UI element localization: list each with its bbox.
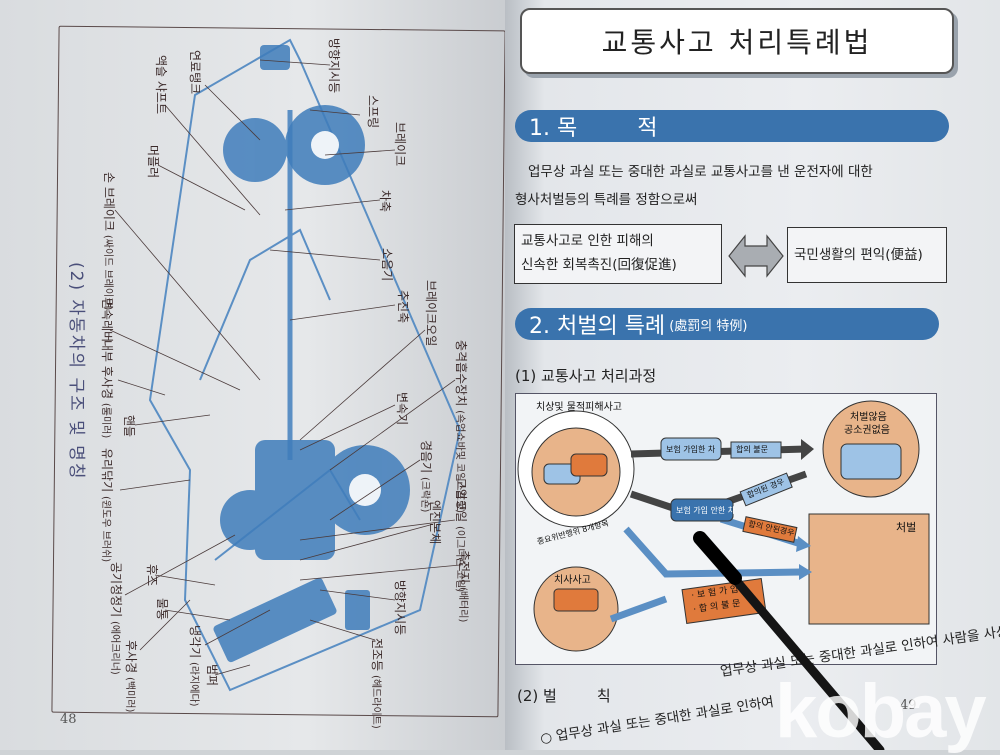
watermark-logo: kobay bbox=[775, 669, 987, 754]
label-punishment: 처벌 bbox=[896, 521, 917, 534]
purpose-box-right: 국민생활의 편익(便益) bbox=[787, 227, 947, 283]
purpose-line-1: 업무상 과실 또는 중대한 과실로 교통사고를 낸 운전자에 대한 bbox=[528, 164, 873, 180]
left-page: (2) 자동차의 구조 및 명칭 유리닦기 (윈도우 브러쉬) 내부 후사경 (… bbox=[0, 0, 510, 750]
label-injury-accident: 치상및 물적피해사고 bbox=[536, 402, 622, 413]
label-window-brush: 유리닦기 (윈도우 브러쉬) bbox=[100, 448, 114, 563]
purpose-box-left: 교통사고로 인한 피해의 신속한 회복촉진(回復促進) bbox=[514, 224, 722, 284]
label-silencer: 소음기 bbox=[380, 248, 394, 282]
label-air-cleaner: 공기청정기 (에어크리너) bbox=[109, 562, 123, 675]
label-transmission: 변속기 bbox=[395, 392, 409, 426]
purpose-box-left-line-2: 신속한 회복촉진(回復促進) bbox=[521, 257, 677, 273]
label-water-tank: 물통 bbox=[155, 598, 169, 621]
label-turn-signal-front: 방향지시등 bbox=[393, 580, 407, 636]
label-fuse: 휴즈 bbox=[145, 564, 159, 587]
label-engine-body: 엔진본체 bbox=[428, 500, 442, 545]
diagram-graphics bbox=[517, 400, 930, 652]
label-spring: 스프링 bbox=[366, 95, 380, 129]
label-bumper: 범퍼 bbox=[205, 664, 219, 687]
label-horn: 경음기 (크락숀) bbox=[419, 440, 433, 513]
label-brake: 브레이크 bbox=[393, 122, 407, 167]
label-radiator: 냉각기 (라지에다) bbox=[188, 625, 202, 707]
label-turn-signal-rear: 방향지시등 bbox=[327, 38, 341, 94]
label-no-punishment: 처벌않음 bbox=[850, 412, 887, 423]
accident-process-diagram: 치상및 물적피해사고 중요위반행위 8개항목 치사사고 보험 가입한 차 합의 … bbox=[515, 393, 937, 665]
page-number-left: 48 bbox=[60, 712, 77, 727]
label-uninsured-car: 보험 가입 안한 차 bbox=[676, 506, 736, 515]
section-2-heading: 2. 처벌의 특례(處罰의 特例) bbox=[515, 308, 939, 340]
label-no-prosecution: 공소권없음 bbox=[844, 425, 890, 436]
label-shift-lever: 변속레버 bbox=[100, 298, 114, 343]
subheading-process: (1) 교통사고 처리과정 bbox=[515, 367, 657, 385]
purpose-line-2: 형사처벌등의 특례를 정함으로써 bbox=[515, 192, 698, 208]
label-hand-brake: 손 브레이크 (싸이드 브레이크) bbox=[102, 172, 116, 311]
label-ignition-coil: 고압코일 (이그니숀 코일) bbox=[454, 478, 468, 593]
label-axle-shaft: 액슬 샤프트 bbox=[154, 55, 168, 115]
car-cutaway-illustration bbox=[109, 38, 462, 692]
page-number-right: 49 bbox=[900, 698, 917, 713]
double-arrow-icon bbox=[728, 234, 784, 278]
label-battery: 축전지 (배터리) bbox=[457, 550, 471, 623]
label-insured-car: 보험 가입한 차 bbox=[666, 445, 716, 454]
label-room-mirror: 내부 후사경 (룸미러) bbox=[100, 340, 114, 439]
page-title: 교통사고 처리특례법 bbox=[520, 8, 954, 74]
label-regardless-of-agreement: 합의 불문 bbox=[736, 445, 768, 454]
label-headlight: 전조등 (헤드라이트) bbox=[370, 638, 384, 729]
label-fatal-accident: 치사사고 bbox=[554, 575, 591, 586]
label-brake-oil: 브레이크오일 bbox=[424, 280, 438, 347]
label-propeller-shaft: 추진축 bbox=[396, 290, 410, 324]
label-fuel-tank: 연료탱크 bbox=[188, 50, 202, 95]
purpose-box-left-line-1: 교통사고로 인한 피해의 bbox=[521, 233, 654, 249]
label-back-mirror: 후사경 (백미러) bbox=[124, 640, 138, 713]
label-axle: 차축 bbox=[378, 190, 392, 213]
label-muffler: 머플러 bbox=[146, 145, 160, 179]
diagram-title: (2) 자동차의 구조 및 명칭 bbox=[66, 262, 86, 481]
label-handle: 핸들 bbox=[122, 415, 136, 438]
label-shock-absorber: 충격흡수장치 (쇽업쇼바및 코일스프링) bbox=[454, 340, 468, 514]
